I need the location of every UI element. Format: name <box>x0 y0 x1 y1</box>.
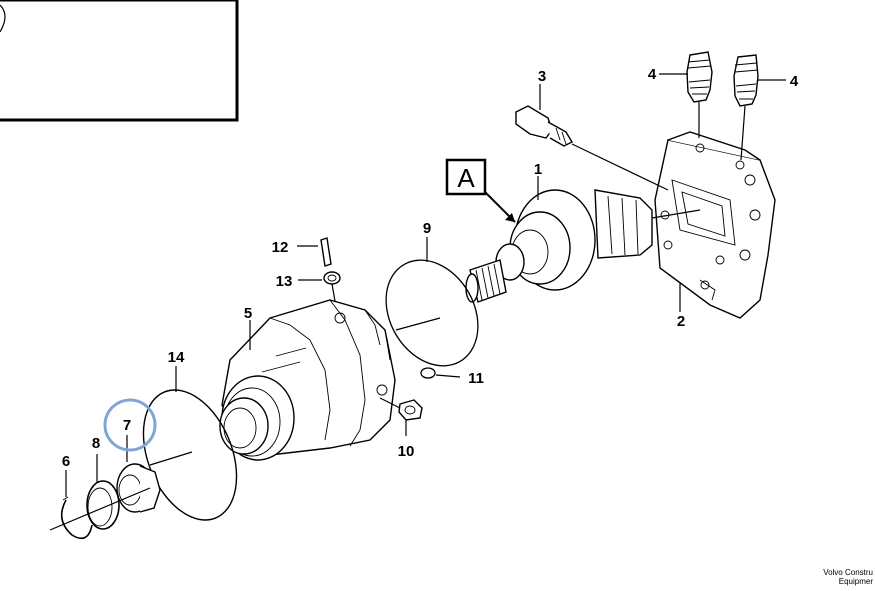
callout-5: 5 <box>244 305 252 322</box>
callout-10: 10 <box>398 443 415 460</box>
view-a-label: A <box>445 158 516 223</box>
callout-2: 2 <box>677 313 685 330</box>
part-5-housing[interactable] <box>219 299 441 461</box>
part-10-plug[interactable] <box>379 397 423 436</box>
callout-leaders <box>537 73 786 312</box>
part-12-pin[interactable] <box>297 237 332 267</box>
callout-9: 9 <box>423 220 431 237</box>
part-4-cartridge-right[interactable] <box>733 54 759 161</box>
callout-labels: 1 2 3 4 4 5 6 7 8 9 10 11 12 13 14 <box>62 66 799 470</box>
callout-6: 6 <box>62 453 70 470</box>
credit-line-2: Equipmer <box>838 577 873 586</box>
view-a-text: A <box>457 163 475 193</box>
callout-14: 14 <box>168 349 185 366</box>
callout-4-left: 4 <box>648 66 657 83</box>
callout-1: 1 <box>534 161 542 178</box>
callout-7-highlight <box>103 398 157 452</box>
part-2-valve-block[interactable] <box>654 131 776 319</box>
callout-7: 7 <box>123 417 131 434</box>
part-11-small-o-ring[interactable] <box>420 367 461 379</box>
callout-11: 11 <box>468 370 484 387</box>
part-8-snap-ring[interactable] <box>86 454 120 530</box>
assembly-axis-line <box>49 487 151 531</box>
callout-8: 8 <box>92 435 100 452</box>
callout-13: 13 <box>276 273 293 290</box>
part-9-o-ring[interactable] <box>368 237 497 382</box>
callout-3: 3 <box>538 68 546 85</box>
part-1-rotating-group[interactable] <box>465 189 701 303</box>
copyright-credit: Volvo Constru Equipmer <box>803 568 873 586</box>
inset-frame <box>0 0 239 122</box>
part-3-sensor[interactable] <box>515 105 669 191</box>
callout-12: 12 <box>272 239 289 256</box>
callout-4-right: 4 <box>790 73 799 90</box>
part-4-cartridge-left[interactable] <box>686 51 713 138</box>
credit-line-1: Volvo Constru <box>823 568 873 577</box>
part-6-circlip[interactable] <box>60 470 93 540</box>
part-7-seal[interactable] <box>116 435 161 513</box>
